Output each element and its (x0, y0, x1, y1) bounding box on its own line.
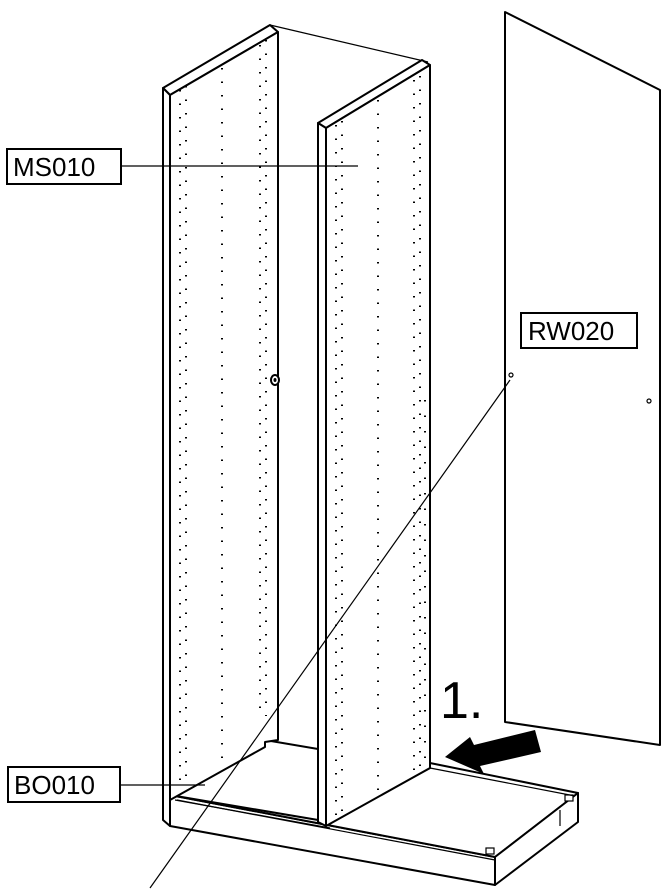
insert-direction-arrow-icon (445, 730, 541, 774)
step-number: 1. (440, 672, 483, 730)
back-wall-hole-right (646, 398, 652, 404)
label-rw020: RW020 (520, 312, 638, 349)
hinge-fitting-icon (270, 374, 280, 386)
left-side-panel (162, 24, 429, 827)
label-bo010-text: BO010 (14, 770, 95, 800)
label-rw020-text: RW020 (528, 316, 614, 346)
back-wall-hole-left (508, 372, 514, 378)
middle-panel (317, 59, 431, 827)
label-bo010: BO010 (7, 766, 205, 803)
label-ms010: MS010 (6, 148, 358, 185)
rw-leader-line (149, 379, 511, 889)
back-wall-panel (504, 11, 661, 746)
left-panel-hole-rows (179, 40, 267, 790)
label-ms010-text: MS010 (13, 152, 95, 182)
